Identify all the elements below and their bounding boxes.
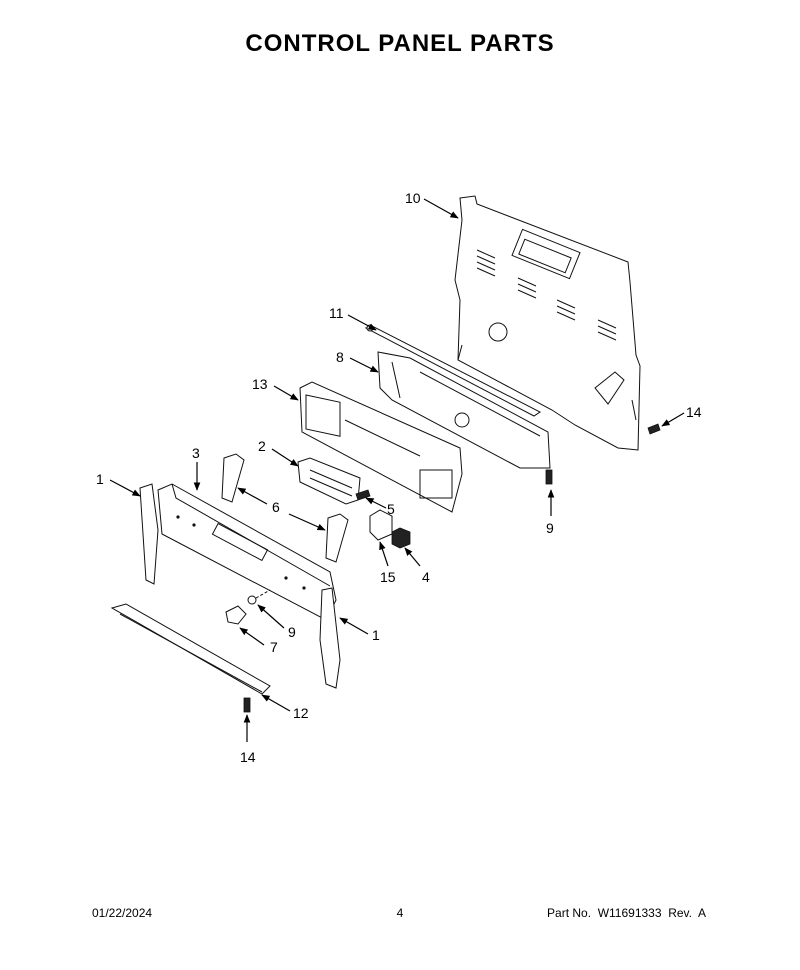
part-14-screw-lower (243, 697, 251, 713)
callout-11: 11 (329, 305, 344, 321)
callout-12: 12 (293, 705, 309, 721)
callout-10: 10 (405, 190, 421, 206)
callout-1-right: 1 (372, 627, 380, 643)
part-9-nut-lower (247, 589, 271, 605)
footer-page-number: 4 (396, 906, 404, 920)
part-10-back-panel (454, 195, 641, 451)
callout-13: 13 (252, 376, 268, 392)
part-7-knob (225, 605, 247, 625)
part-13-housing (299, 381, 463, 513)
callout-3: 3 (192, 445, 200, 461)
part-3-control-panel (157, 483, 337, 621)
callout-15: 15 (380, 569, 396, 585)
part-9-screw-upper (545, 469, 553, 485)
callout-7: 7 (270, 639, 278, 655)
part-2-electronic-control (297, 457, 361, 505)
part-14-screw-right (647, 423, 661, 435)
callout-14-right: 14 (686, 404, 702, 420)
callout-9-upper: 9 (546, 520, 554, 536)
part-4-infinite-switch (391, 527, 411, 549)
part-1-side-trims (139, 483, 341, 689)
footer-date: 01/22/2024 (92, 906, 153, 920)
callout-9-lower: 9 (288, 624, 296, 640)
callout-6: 6 (272, 499, 280, 515)
callout-5: 5 (387, 501, 395, 517)
page-title: CONTROL PANEL PARTS (245, 30, 555, 57)
part-5-fastener (355, 489, 371, 501)
callout-1-left: 1 (96, 471, 104, 487)
part-12-trim-bar (110, 603, 271, 695)
leader-arrows (109, 198, 685, 742)
part-6-end-caps (221, 453, 349, 563)
part-8-bracket (377, 351, 551, 469)
callout-2: 2 (258, 438, 266, 454)
callout-4: 4 (422, 569, 430, 585)
callout-8: 8 (336, 349, 344, 365)
footer-part-number: Part No. W11691333 Rev. A (547, 906, 706, 920)
callout-14-lower: 14 (240, 749, 256, 765)
